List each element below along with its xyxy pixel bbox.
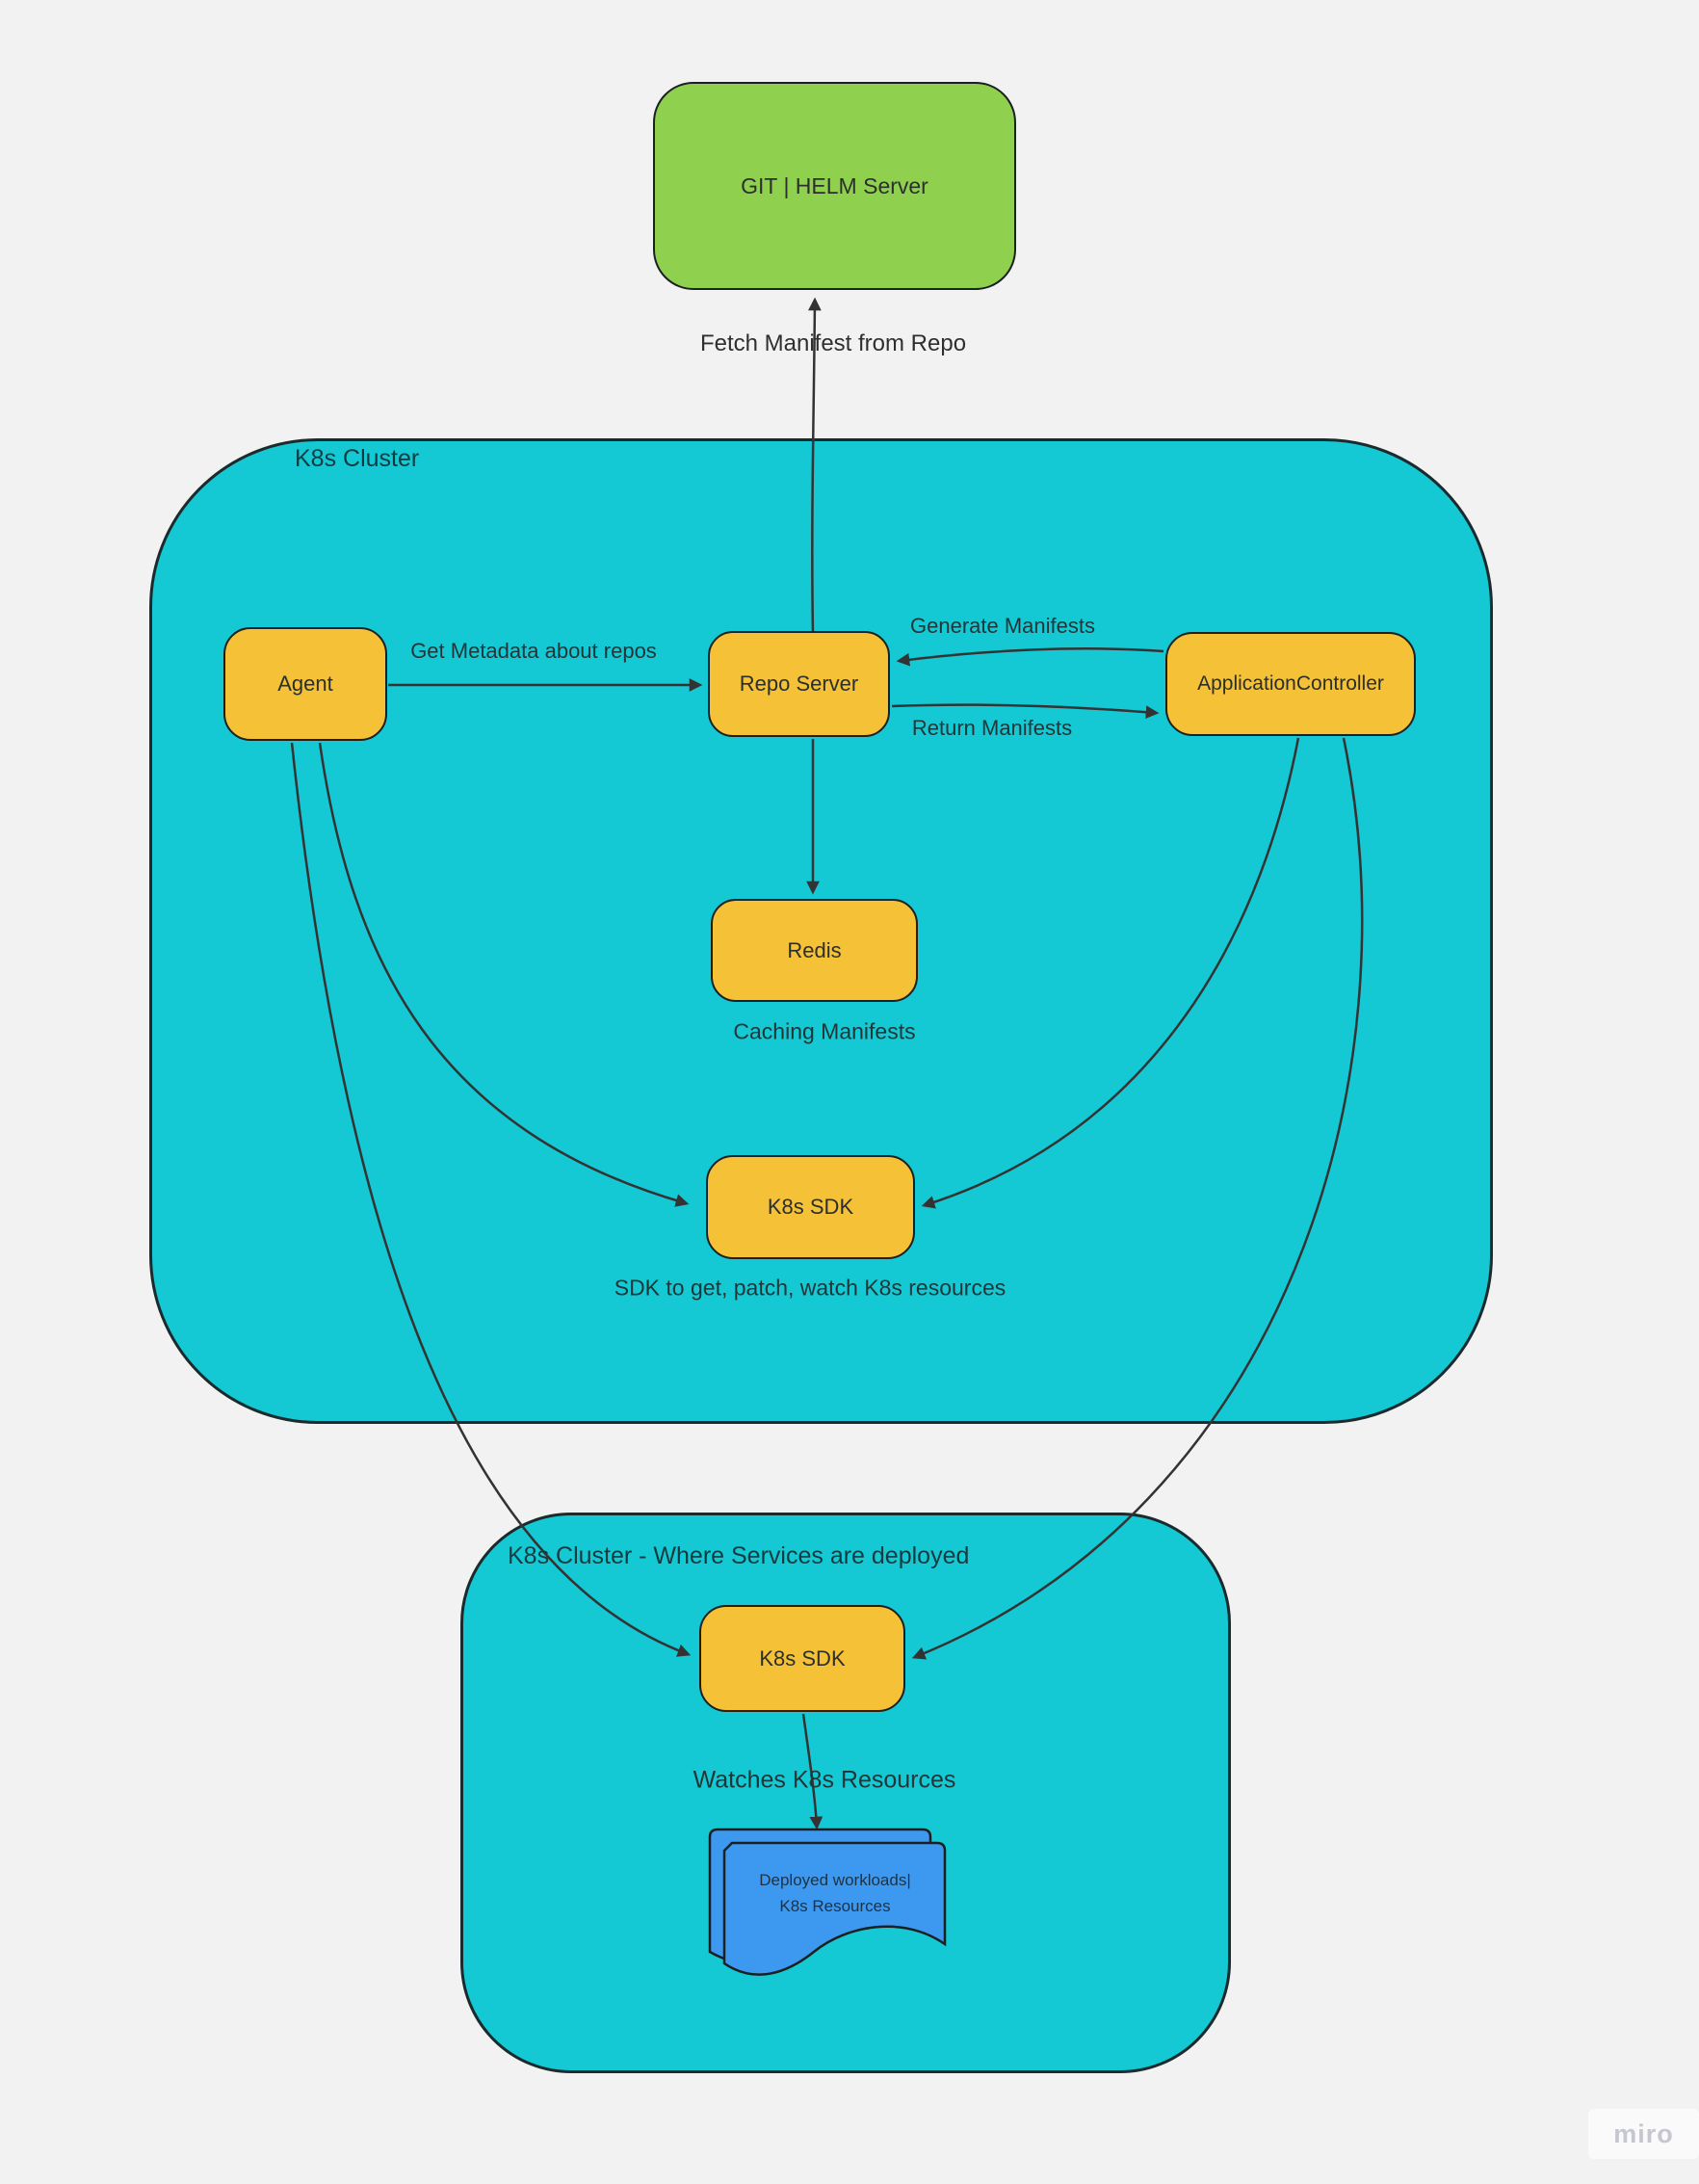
node-agent[interactable]: Agent [223,627,387,741]
workloads-document-label: Deployed workloads| K8s Resources [729,1867,941,1919]
node-agent-label: Agent [277,671,333,696]
node-k8s-sdk-main[interactable]: K8s SDK [706,1155,915,1259]
node-git-helm-server-label: GIT | HELM Server [741,172,928,198]
node-git-helm-server[interactable]: GIT | HELM Server [653,82,1016,290]
label-caching-manifests: Caching Manifests [733,1018,916,1044]
label-sdk-caption: SDK to get, patch, watch K8s resources [614,1275,1006,1301]
workloads-document-line1: Deployed workloads| [759,1871,911,1889]
node-k8s-sdk-main-label: K8s SDK [767,1195,854,1219]
node-application-controller[interactable]: ApplicationController [1165,632,1416,736]
label-watches-resources: Watches K8s Resources [693,1766,956,1794]
cluster-deploy-label: K8s Cluster - Where Services are deploye… [508,1542,970,1569]
node-repo-server-label: Repo Server [739,671,859,696]
miro-logo-text: miro [1613,2118,1674,2148]
label-generate-manifests: Generate Manifests [910,614,1095,638]
miro-logo: miro [1588,2109,1699,2159]
node-k8s-sdk-deploy-label: K8s SDK [759,1645,846,1671]
label-fetch-manifest: Fetch Manifest from Repo [699,330,967,356]
label-get-metadata: Get Metadata about repos [410,639,657,663]
node-k8s-sdk-deploy[interactable]: K8s SDK [699,1605,905,1712]
cluster-main-label: K8s Cluster [295,445,420,472]
node-application-controller-label: ApplicationController [1197,672,1384,695]
label-return-manifests: Return Manifests [911,716,1073,740]
node-redis[interactable]: Redis [711,899,918,1002]
node-redis-label: Redis [787,937,842,962]
workloads-document-line2: K8s Resources [779,1897,891,1916]
node-repo-server[interactable]: Repo Server [708,631,890,737]
